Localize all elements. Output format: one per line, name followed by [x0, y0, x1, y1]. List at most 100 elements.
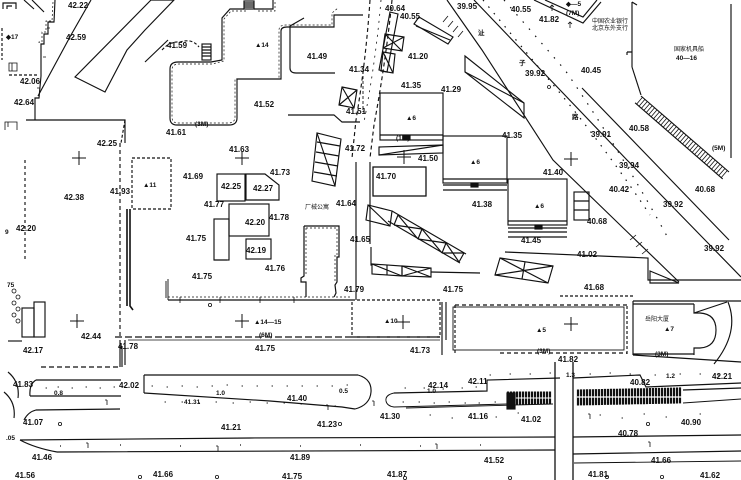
svg-text:40.58: 40.58 — [629, 124, 650, 133]
svg-text:◆—5: ◆—5 — [565, 1, 581, 8]
svg-text:41.02: 41.02 — [577, 250, 598, 259]
svg-text:40.64: 40.64 — [385, 4, 406, 13]
svg-text:41.40: 41.40 — [287, 394, 308, 403]
svg-text:41.81: 41.81 — [588, 470, 609, 479]
svg-text:9: 9 — [5, 229, 9, 236]
svg-text:41.79: 41.79 — [344, 285, 365, 294]
svg-text:40—16: 40—16 — [676, 55, 697, 62]
svg-text:40.68: 40.68 — [695, 185, 716, 194]
svg-text:41.30: 41.30 — [380, 412, 401, 421]
svg-text:41.38: 41.38 — [472, 200, 493, 209]
svg-text:42.14: 42.14 — [428, 381, 449, 390]
svg-text:41.56: 41.56 — [15, 471, 36, 480]
svg-text:41.35: 41.35 — [502, 131, 523, 140]
svg-text:41.50: 41.50 — [418, 154, 439, 163]
svg-text:41.65: 41.65 — [350, 235, 371, 244]
svg-text:40.78: 40.78 — [618, 429, 639, 438]
svg-text:41.59: 41.59 — [167, 41, 188, 50]
svg-text:41.34: 41.34 — [349, 65, 370, 74]
svg-text:1.0: 1.0 — [427, 388, 436, 395]
svg-text:42.19: 42.19 — [246, 246, 267, 255]
svg-text:39.91: 39.91 — [591, 130, 612, 139]
svg-text:42.59: 42.59 — [66, 33, 87, 42]
svg-text:42.17: 42.17 — [23, 346, 44, 355]
svg-text:41.21: 41.21 — [221, 423, 242, 432]
svg-text:41.45: 41.45 — [521, 236, 542, 245]
svg-text:42.11: 42.11 — [468, 377, 488, 386]
svg-text:39.94: 39.94 — [619, 161, 640, 170]
svg-text:41.02: 41.02 — [521, 415, 542, 424]
svg-text:42.21: 42.21 — [712, 372, 733, 381]
svg-text:北京东外支行: 北京东外支行 — [592, 24, 628, 32]
svg-text:1.2: 1.2 — [666, 373, 675, 380]
svg-text:41.35: 41.35 — [401, 81, 422, 90]
svg-text:40.68: 40.68 — [587, 217, 608, 226]
svg-text:41.72: 41.72 — [345, 144, 366, 153]
svg-text:41.83: 41.83 — [13, 380, 34, 389]
svg-text:41.40: 41.40 — [543, 168, 564, 177]
svg-text:(3M): (3M) — [537, 348, 550, 355]
svg-text:40.90: 40.90 — [681, 418, 702, 427]
svg-text:厂械公寓: 厂械公寓 — [305, 203, 329, 211]
svg-text:41.93: 41.93 — [110, 187, 131, 196]
svg-text:41.64: 41.64 — [336, 199, 357, 208]
svg-text:.05: .05 — [6, 435, 15, 442]
svg-text:▲6: ▲6 — [534, 203, 544, 210]
svg-text:41.89: 41.89 — [290, 453, 311, 462]
svg-text:41.87: 41.87 — [387, 470, 408, 479]
svg-text:41.82: 41.82 — [539, 15, 560, 24]
svg-text:42.64: 42.64 — [14, 98, 35, 107]
svg-text:42.20: 42.20 — [245, 218, 266, 227]
svg-text:41.78: 41.78 — [269, 213, 290, 222]
svg-text:▲14—15: ▲14—15 — [254, 319, 282, 326]
svg-text:42.06: 42.06 — [20, 77, 41, 86]
svg-text:▲6: ▲6 — [470, 159, 480, 166]
svg-text:40.82: 40.82 — [630, 378, 651, 387]
svg-text:岳阳大厦: 岳阳大厦 — [645, 315, 669, 323]
svg-text:41.07: 41.07 — [23, 418, 44, 427]
svg-text:(3M): (3M) — [655, 351, 668, 358]
svg-text:(3M): (3M) — [195, 121, 208, 128]
svg-text:41.62: 41.62 — [700, 471, 721, 480]
svg-text:41.69: 41.69 — [183, 172, 204, 181]
svg-text:41.63: 41.63 — [229, 145, 250, 154]
svg-text:40.45: 40.45 — [581, 66, 602, 75]
svg-text:41.52: 41.52 — [484, 456, 505, 465]
svg-text:42.25: 42.25 — [97, 139, 118, 148]
svg-text:0.5: 0.5 — [339, 388, 348, 395]
svg-text:41.68: 41.68 — [584, 283, 605, 292]
svg-text:42.44: 42.44 — [81, 332, 102, 341]
svg-text:42.25: 42.25 — [221, 182, 242, 191]
svg-text:41.66: 41.66 — [153, 470, 174, 479]
svg-text:41.82: 41.82 — [558, 355, 579, 364]
svg-text:39.92: 39.92 — [663, 200, 684, 209]
svg-text:路: 路 — [572, 112, 579, 121]
svg-text:41.73: 41.73 — [410, 346, 431, 355]
svg-text:沚: 沚 — [478, 28, 485, 37]
svg-text:41.75: 41.75 — [186, 234, 207, 243]
svg-text:(7M): (7M) — [566, 10, 579, 17]
svg-text:39.92: 39.92 — [704, 244, 725, 253]
svg-text:▲5: ▲5 — [536, 327, 546, 334]
svg-text:40.55: 40.55 — [400, 12, 421, 21]
svg-text:41.29: 41.29 — [441, 85, 462, 94]
svg-text:▲10: ▲10 — [384, 318, 398, 325]
svg-text:▲11: ▲11 — [143, 182, 157, 189]
svg-text:41.75: 41.75 — [443, 285, 464, 294]
svg-text:39.95: 39.95 — [457, 2, 478, 11]
svg-text:◆17: ◆17 — [5, 34, 19, 41]
svg-text:41.31: 41.31 — [184, 399, 201, 406]
svg-text:(5M): (5M) — [712, 145, 725, 152]
svg-text:41.23: 41.23 — [317, 420, 338, 429]
svg-text:75: 75 — [7, 282, 15, 289]
svg-text:41.16: 41.16 — [468, 412, 489, 421]
svg-text:41.49: 41.49 — [307, 52, 328, 61]
svg-text:中国农业银行: 中国农业银行 — [592, 17, 628, 25]
svg-text:40.42: 40.42 — [609, 185, 630, 194]
svg-text:41.51: 41.51 — [346, 107, 367, 116]
svg-text:(6M): (6M) — [259, 332, 272, 339]
svg-text:41.46: 41.46 — [32, 453, 53, 462]
svg-text:42.38: 42.38 — [64, 193, 85, 202]
svg-text:40.55: 40.55 — [511, 5, 532, 14]
svg-text:0.8: 0.8 — [54, 390, 63, 397]
